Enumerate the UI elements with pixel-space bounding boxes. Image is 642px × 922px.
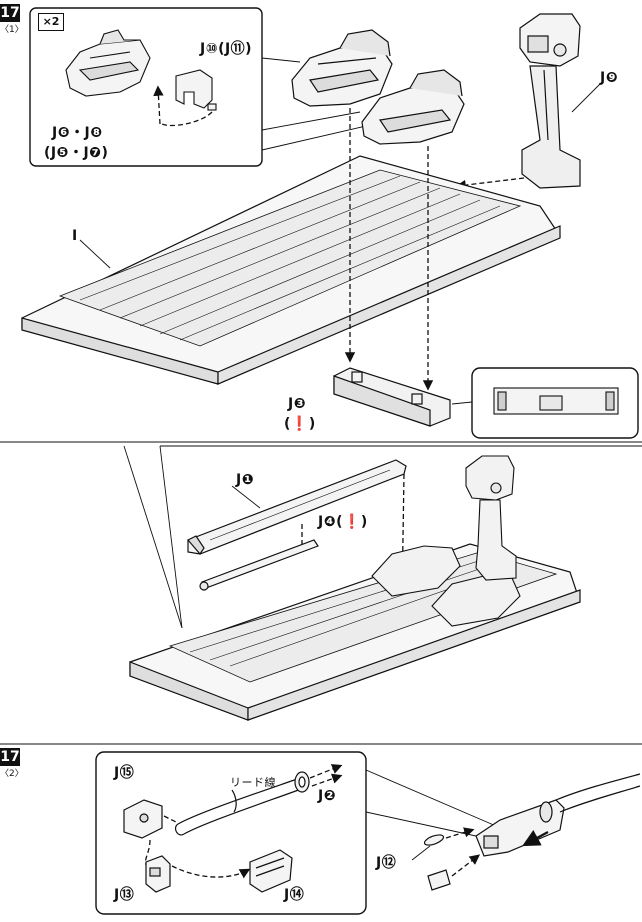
catapult-part-inset bbox=[65, 29, 151, 97]
catapult-part-left bbox=[291, 29, 393, 107]
part-label-j15: J⑮ bbox=[114, 765, 135, 781]
inset-leader-line bbox=[451, 401, 473, 405]
base-part-i bbox=[21, 155, 561, 385]
part-label-j2: J❷ bbox=[318, 788, 337, 804]
part-label-j6-j8: J❻・J❽ bbox=[52, 125, 103, 141]
dashed-arrow bbox=[309, 764, 343, 779]
tower-part-j9 bbox=[519, 13, 581, 189]
cover-part-j14 bbox=[249, 849, 293, 893]
socket-part-j15 bbox=[123, 799, 163, 839]
ring-part-j2 bbox=[294, 771, 310, 793]
catapult-part-right bbox=[361, 69, 465, 145]
dashed-arrow bbox=[451, 854, 481, 877]
substep-label: 〈1〉 bbox=[0, 25, 24, 35]
part-label-i: I bbox=[72, 228, 78, 244]
inset-leader-line bbox=[365, 769, 497, 827]
dashed-arrow bbox=[445, 827, 475, 839]
inset-leader-line bbox=[261, 57, 301, 63]
perspective-line bbox=[123, 445, 183, 629]
rail-part-j3 bbox=[333, 367, 451, 427]
quantity-badge: ×2 bbox=[38, 13, 64, 31]
dashed-arrow bbox=[153, 85, 164, 125]
inset-leader-line bbox=[365, 811, 477, 837]
part-label-j12: J⑫ bbox=[376, 855, 397, 871]
clip-part-j10 bbox=[175, 69, 217, 111]
part-label-j13: J⑬ bbox=[114, 887, 135, 903]
warning-label: (❗) bbox=[284, 416, 316, 432]
dashed-arrow bbox=[311, 773, 343, 787]
part-label-j3: J❸ bbox=[288, 396, 307, 412]
dashed-assembly-path bbox=[161, 111, 213, 127]
part-label-j5-j7: (J❺・J❼) bbox=[44, 145, 109, 161]
dashed-arrow bbox=[171, 865, 251, 879]
dashed-assembly-path bbox=[144, 839, 151, 873]
leader-line-j9 bbox=[571, 83, 601, 113]
leader-line-j12 bbox=[411, 845, 431, 861]
assembled-catapults bbox=[371, 545, 521, 627]
part-label-j10-j11: J⑩(J⑪) bbox=[200, 41, 253, 57]
step-number-badge: 17 bbox=[0, 4, 20, 22]
substep-label: 〈2〉 bbox=[0, 769, 24, 779]
inset-leader-line bbox=[261, 125, 367, 151]
inset-box-topview bbox=[471, 367, 639, 439]
bar-part-j4 bbox=[199, 539, 319, 591]
clip-part-j13 bbox=[145, 855, 171, 893]
inset-leader-line bbox=[261, 111, 361, 131]
inset-box-subassembly bbox=[29, 7, 263, 167]
rail-topview bbox=[493, 387, 619, 415]
assembled-tower bbox=[465, 455, 517, 581]
solid-arrow bbox=[522, 829, 549, 847]
small-part-j12 bbox=[423, 834, 451, 891]
part-label-j1: J❶ bbox=[236, 472, 255, 488]
part-label-j9: J❾ bbox=[600, 70, 619, 86]
part-label-j14: J⑭ bbox=[284, 887, 305, 903]
part-label-j4: J❹(❗) bbox=[318, 514, 368, 530]
perspective-line bbox=[159, 445, 183, 629]
wire-assembly-right bbox=[475, 773, 641, 857]
leader-line-j1 bbox=[231, 485, 261, 509]
inset-box-wiring bbox=[95, 751, 367, 915]
step-number-badge: 17 bbox=[0, 748, 20, 766]
dashed-arrow bbox=[455, 177, 525, 191]
lead-wire-label: リード線 bbox=[230, 776, 276, 789]
dashed-line bbox=[163, 815, 177, 823]
rail-part-j1 bbox=[187, 459, 407, 555]
leader-line-i bbox=[79, 239, 111, 269]
lead-wire bbox=[174, 777, 305, 836]
